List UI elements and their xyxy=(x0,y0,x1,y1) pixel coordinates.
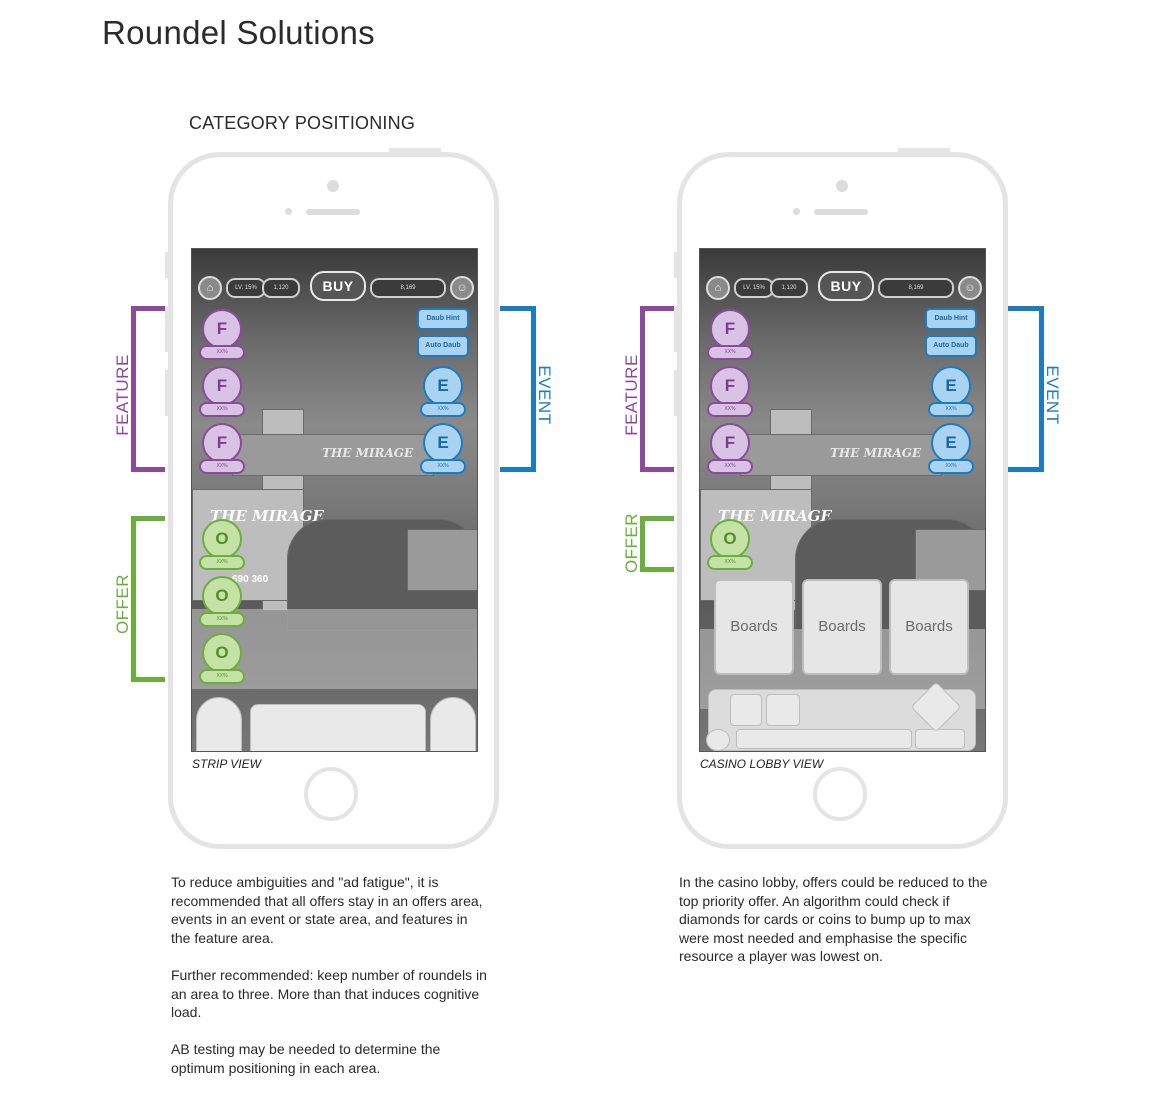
daub-hint-button[interactable]: Daub Hint xyxy=(417,308,469,330)
coins-pill: 1,120 xyxy=(770,278,808,298)
phone-sensor xyxy=(285,208,292,215)
strip-screen: THE MIRAGE THE MIRAGE 690 360 ⌂ LV. 15% … xyxy=(191,248,478,752)
event-label-left: EVENT xyxy=(535,365,554,425)
feature-label-right: FEATURE xyxy=(622,354,641,436)
strip-view-caption: STRIP VIEW xyxy=(192,757,261,771)
auto-daub-button[interactable]: Auto Daub xyxy=(417,335,469,357)
lobby-description: In the casino lobby, offers could be red… xyxy=(679,873,1005,985)
level-pill: LV. 15% xyxy=(734,278,774,298)
board-card[interactable]: Boards xyxy=(802,579,882,675)
offer-bracket-left xyxy=(131,516,165,682)
phone-camera xyxy=(836,180,848,192)
billboard-sign: THE MIRAGE xyxy=(210,507,324,525)
phone-speaker xyxy=(306,209,360,215)
phone-volume-down xyxy=(674,370,678,416)
house-icon[interactable]: ⌂ xyxy=(706,276,730,300)
buy-button[interactable]: BUY xyxy=(818,271,874,301)
phone-volume-up xyxy=(165,306,169,352)
coins-pill: 1,120 xyxy=(262,278,300,298)
bottom-nav-left[interactable] xyxy=(196,697,242,751)
strip-paragraph: Further recommended: keep number of roun… xyxy=(171,966,487,1021)
strip-paragraph: To reduce ambiguities and "ad fatigue", … xyxy=(171,874,483,946)
avatar-icon[interactable]: ☺ xyxy=(958,276,982,300)
event-bracket-right xyxy=(1008,306,1044,472)
level-pill: LV. 15% xyxy=(226,278,266,298)
phone-mute-switch xyxy=(165,252,169,278)
phone-mute-switch xyxy=(674,252,678,278)
lobby-screen: THE MIRAGE THE MIRAGE ⌂ LV. 15% 1,120 BU… xyxy=(699,248,986,752)
game-top-bar: ⌂ LV. 15% 1,120 BUY 8,169 ☺ xyxy=(700,269,985,303)
strip-description: To reduce ambiguities and "ad fatigue", … xyxy=(171,873,487,1096)
lobby-view-caption: CASINO LOBBY VIEW xyxy=(700,757,824,771)
mirage-sign: THE MIRAGE xyxy=(830,446,922,460)
arch-building xyxy=(407,529,477,591)
diamonds-pill: 8,169 xyxy=(370,278,446,298)
strip-paragraph: AB testing may be needed to determine th… xyxy=(171,1041,441,1076)
board-card[interactable]: Boards xyxy=(714,579,794,675)
offer-label-left: OFFER xyxy=(113,573,132,635)
lobby-paragraph: In the casino lobby, offers could be red… xyxy=(679,874,988,965)
daub-hint-button[interactable]: Daub Hint xyxy=(925,308,977,330)
avatar-icon[interactable]: ☺ xyxy=(450,276,474,300)
section-subtitle: CATEGORY POSITIONING xyxy=(189,113,416,133)
phone-home-button[interactable] xyxy=(304,767,358,821)
bottom-nav-right[interactable] xyxy=(430,697,476,751)
feature-label-left: FEATURE xyxy=(113,354,132,436)
page-title: Roundel Solutions xyxy=(102,14,375,51)
phone-camera xyxy=(327,180,339,192)
lobby-nav-tile[interactable] xyxy=(730,694,762,726)
phone-sensor xyxy=(793,208,800,215)
feature-bracket-right xyxy=(640,306,674,472)
diamonds-pill: 8,169 xyxy=(878,278,954,298)
mirage-sign: THE MIRAGE xyxy=(322,446,414,460)
offer-bracket-right xyxy=(640,516,674,572)
board-card[interactable]: Boards xyxy=(889,579,969,675)
feature-bracket-left xyxy=(131,306,165,472)
phone-home-button[interactable] xyxy=(813,767,867,821)
phone-volume-down xyxy=(165,370,169,416)
lobby-nav-small[interactable] xyxy=(915,729,965,749)
lobby-nav-tile[interactable] xyxy=(766,694,800,726)
lobby-nav-bar[interactable] xyxy=(736,729,912,749)
event-bracket-left xyxy=(500,306,536,472)
offer-label-right: OFFER xyxy=(622,512,641,574)
auto-daub-button[interactable]: Auto Daub xyxy=(925,335,977,357)
buy-button[interactable]: BUY xyxy=(310,271,366,301)
house-icon[interactable]: ⌂ xyxy=(198,276,222,300)
event-label-right: EVENT xyxy=(1043,365,1062,425)
bottom-nav-center[interactable] xyxy=(250,704,426,751)
billboard-sign: THE MIRAGE xyxy=(718,507,832,525)
phone-power-button xyxy=(389,148,441,152)
billboard-score: 690 360 xyxy=(232,574,269,585)
phone-volume-up xyxy=(674,306,678,352)
phone-speaker xyxy=(814,209,868,215)
mirage-building xyxy=(740,434,942,476)
game-top-bar: ⌂ LV. 15% 1,120 BUY 8,169 ☺ xyxy=(192,269,477,303)
mirage-building xyxy=(232,434,434,476)
phone-power-button xyxy=(898,148,950,152)
lobby-nav-circle[interactable] xyxy=(706,729,730,751)
